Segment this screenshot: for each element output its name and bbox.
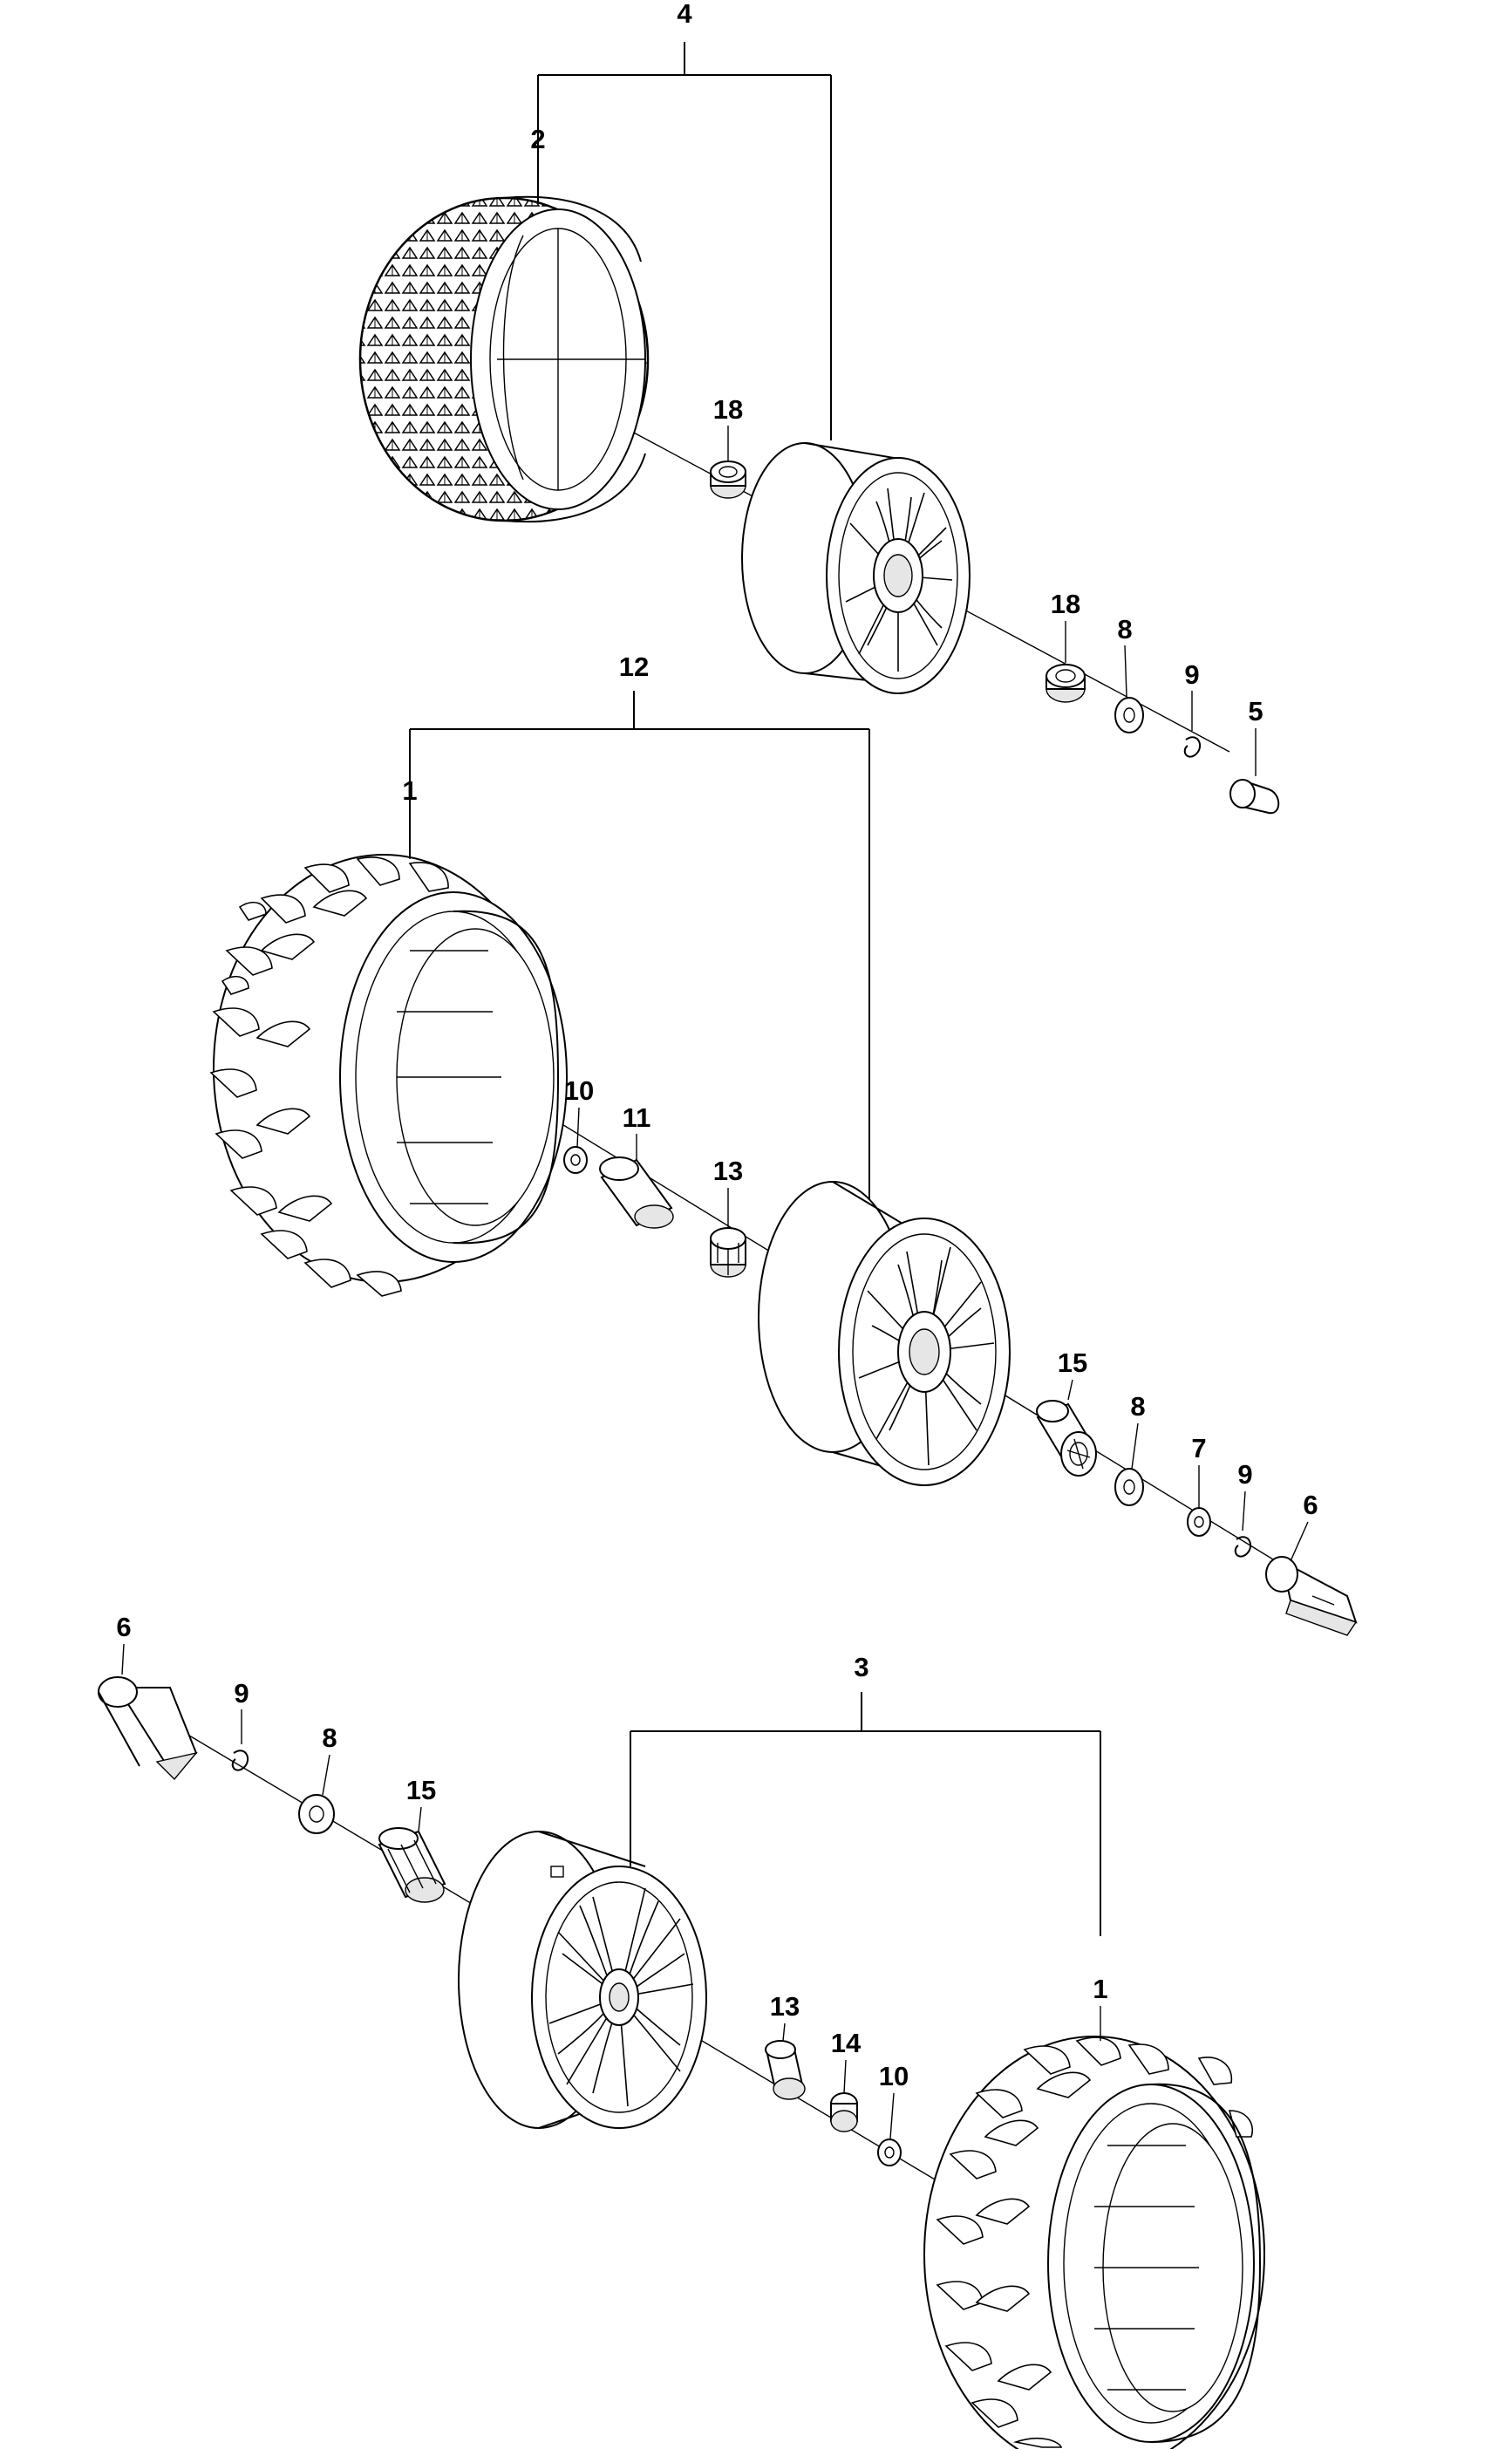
bushing-18-outer [1045,664,1086,703]
washer-10-middle [563,1146,588,1174]
washer-8-middle [1114,1468,1144,1506]
clip-9-middle [1234,1536,1252,1558]
callout-10-middle: 10 [564,1075,594,1106]
callout-5: 5 [1248,696,1263,727]
callout-bracket-3 [630,1692,1101,1936]
callout-8-bottom: 8 [322,1722,337,1753]
rim-bottom [458,1831,707,2129]
callout-9-middle: 9 [1237,1459,1252,1490]
assembly-4-rear-wheel [358,42,1280,815]
callout-8-top: 8 [1117,614,1132,645]
callout-15-bottom: 15 [406,1775,436,1805]
callout-6-middle: 6 [1303,1490,1318,1520]
washer-10-bottom [877,2139,902,2166]
callout-18-outer: 18 [1051,589,1080,619]
washer-8-top [1114,697,1144,733]
flanged-bushing-13-bottom [765,2040,806,2100]
callout-1-bottom: 1 [1093,1974,1107,2004]
spacer-tube-11 [599,1156,674,1229]
rim-middle [758,1181,1011,1486]
rim-top [741,442,971,694]
hub-cap-6-middle [1265,1556,1358,1636]
clip-9-bottom [231,1750,249,1771]
spacer-14 [830,2092,858,2132]
assembly-3-front-wheel [98,1643,1265,2449]
callout-3: 3 [854,1652,868,1682]
callout-8-middle: 8 [1130,1391,1145,1422]
callout-4: 4 [677,0,692,29]
callout-9-bottom: 9 [234,1678,249,1709]
callout-10-bottom: 10 [879,2061,909,2091]
callout-6-bottom: 6 [116,1612,131,1642]
washer-7 [1187,1507,1211,1537]
hub-cap-5 [1229,779,1280,815]
washer-8-bottom [298,1794,335,1834]
tire-lug-tread-middle [209,854,568,1297]
bushing-18-inner [710,460,746,499]
splined-bushing-15-middle [1036,1400,1097,1477]
tire-pyramid-tread [358,195,650,523]
callout-18-inner: 18 [713,394,743,425]
assembly-12-front-wheel [209,691,1358,1636]
callout-7: 7 [1191,1433,1206,1463]
callout-14: 14 [831,2028,862,2058]
callout-13-bottom: 13 [770,1991,800,2022]
callout-1-middle: 1 [402,775,417,806]
callout-bracket-4 [537,42,832,440]
callout-15-middle: 15 [1058,1347,1087,1378]
splined-bushing-15-bottom [378,1827,446,1903]
callout-9-top: 9 [1184,659,1199,690]
hub-cap-6-bottom [98,1676,198,1781]
tire-lug-tread-bottom [923,2036,1265,2449]
callout-11: 11 [623,1102,651,1133]
callout-labels: 4 2 18 18 8 9 5 12 1 10 11 13 15 8 7 9 6… [116,0,1318,2091]
flanged-bushing-13-middle [710,1227,746,1278]
callout-13-middle: 13 [713,1156,743,1186]
callout-2: 2 [530,124,545,154]
callout-12: 12 [619,651,649,682]
clip-9-top [1183,736,1202,758]
